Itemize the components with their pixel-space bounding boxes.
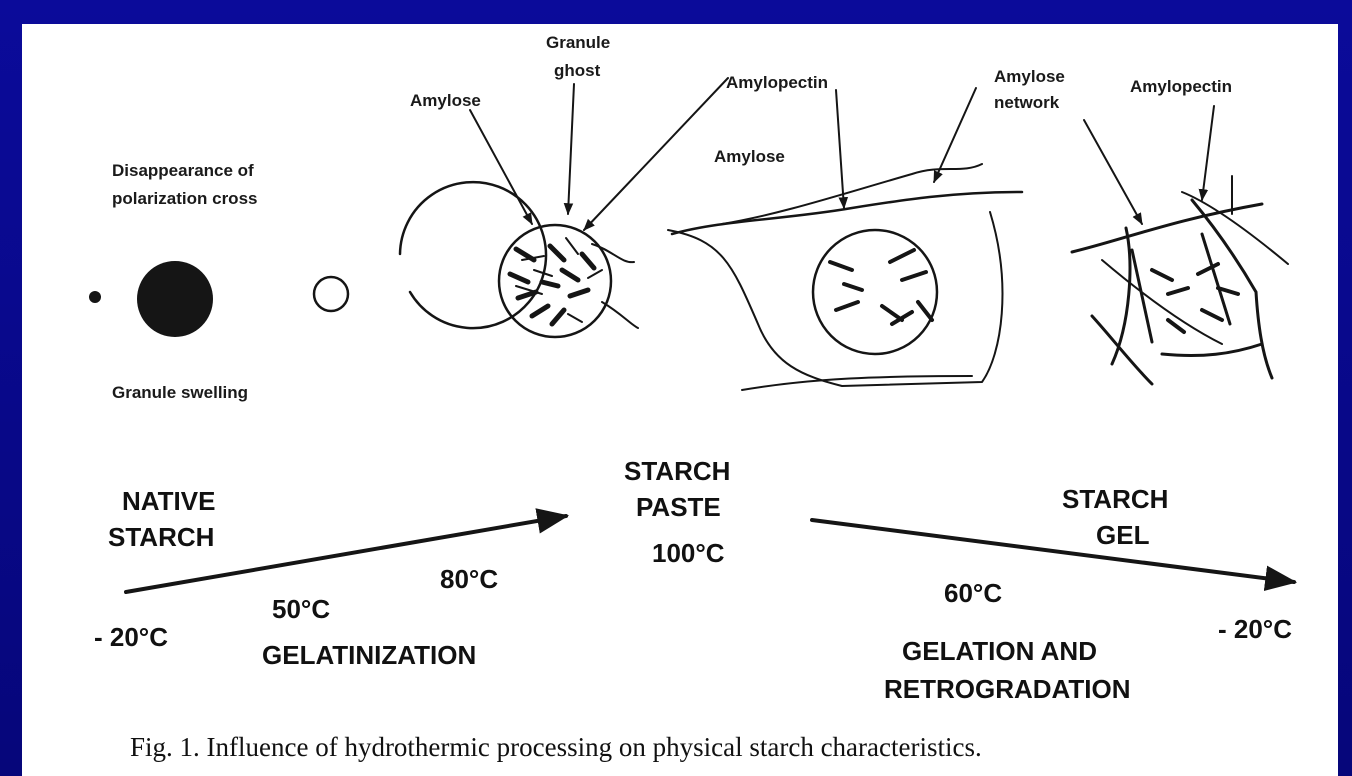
temp-80: 80°C bbox=[440, 564, 498, 594]
polarization-rings bbox=[314, 182, 546, 328]
amylopectin-label-1: Amylopectin bbox=[726, 73, 828, 92]
granule-ghost-drawing bbox=[470, 78, 728, 337]
starch-paste-line1: STARCH bbox=[624, 456, 730, 486]
starch-paste-line2: PASTE bbox=[636, 492, 721, 522]
granule-swelling-label: Granule swelling bbox=[112, 383, 248, 402]
temp-end: - 20°C bbox=[1218, 614, 1292, 644]
temp-50: 50°C bbox=[272, 594, 330, 624]
native-granule-dot bbox=[89, 291, 101, 303]
native-starch-line1: NATIVE bbox=[122, 486, 215, 516]
amylose-network-label-line1: Amylose bbox=[994, 67, 1065, 86]
starch-gel-line1: STARCH bbox=[1062, 484, 1168, 514]
disappearance-label-line2: polarization cross bbox=[112, 189, 257, 208]
starch-processing-diagram: Disappearance of polarization cross Gran… bbox=[22, 24, 1338, 776]
amylopectin-label-2: Amylopectin bbox=[1130, 77, 1232, 96]
granule-ghost-label-line2: ghost bbox=[554, 61, 601, 80]
starch-gel-drawing bbox=[1072, 106, 1288, 384]
amylose-label-2: Amylose bbox=[714, 147, 785, 166]
temp-60: 60°C bbox=[944, 578, 1002, 608]
amylose-label-1: Amylose bbox=[410, 91, 481, 110]
starch-paste-temp: 100°C bbox=[652, 538, 725, 568]
temp-start: - 20°C bbox=[94, 622, 168, 652]
figure-caption: Fig. 1. Influence of hydrothermic proces… bbox=[130, 732, 982, 762]
gelatinization-label: GELATINIZATION bbox=[262, 640, 476, 670]
starch-gel-line2: GEL bbox=[1096, 520, 1150, 550]
gelation-arrow bbox=[812, 520, 1294, 582]
native-starch-line2: STARCH bbox=[108, 522, 214, 552]
gelation-label-line1: GELATION AND bbox=[902, 636, 1097, 666]
starch-paste-drawing bbox=[668, 88, 1022, 390]
gelation-label-line2: RETROGRADATION bbox=[884, 674, 1131, 704]
disappearance-label-line1: Disappearance of bbox=[112, 161, 254, 180]
figure-panel: Disappearance of polarization cross Gran… bbox=[22, 24, 1338, 776]
amylose-network-label-line2: network bbox=[994, 93, 1060, 112]
swollen-granule-disc bbox=[137, 261, 213, 337]
granule-ghost-label-line1: Granule bbox=[546, 33, 610, 52]
